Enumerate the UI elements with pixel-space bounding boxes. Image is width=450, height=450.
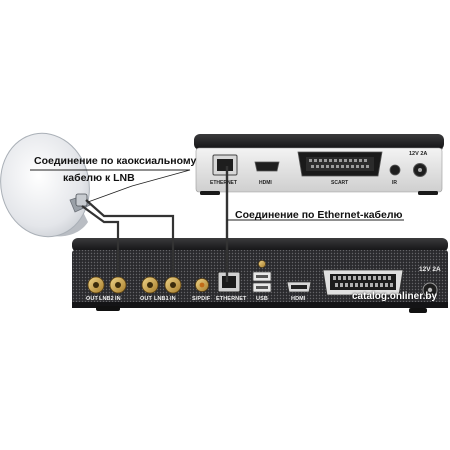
- spdif-port: [195, 278, 209, 292]
- lnb2-in-connector: [109, 276, 127, 294]
- upper-scart-label: SCART: [331, 180, 349, 186]
- upper-ir-port: [389, 164, 401, 176]
- lnb2-out-connector: [87, 276, 105, 294]
- coax-callout-line2: кабелю к LNB: [63, 172, 135, 184]
- watermark: catalog.onliner.by: [352, 291, 438, 302]
- satellite-dish: [0, 132, 91, 238]
- coax-cable-lnb2: [81, 205, 120, 277]
- lnb1-out-label: OUT: [140, 296, 152, 302]
- lower-ethernet-label: ETHERNET: [216, 296, 247, 302]
- upper-hdmi-label: HDMI: [259, 180, 272, 186]
- upper-power-label: 12V 2A: [409, 151, 428, 157]
- lower-device: [72, 238, 448, 313]
- lnb2-in-label: IN: [115, 296, 121, 302]
- coax-cable-lnb1: [85, 199, 175, 277]
- upper-device: [194, 134, 444, 195]
- lnb1-in-label: IN: [170, 296, 176, 302]
- lnb-converter: [75, 193, 88, 207]
- callout-leaders: [30, 169, 404, 221]
- lower-power-label: 12V 2A: [419, 266, 441, 273]
- coax-callout-line1: Соединение по каоксиальному: [34, 155, 197, 167]
- upper-ethernet-label: ETHERNET: [210, 180, 237, 186]
- lnb1-in-connector: [164, 276, 182, 294]
- lnb2-label: LNB2: [99, 296, 114, 302]
- spdif-label: S/PDIF: [192, 296, 211, 302]
- ethernet-callout: Соединение по Ethernet-кабелю: [235, 209, 403, 221]
- usb-label: USB: [256, 296, 268, 302]
- cables: [81, 166, 229, 282]
- lnb2-out-label: OUT: [86, 296, 98, 302]
- lnb1-label: LNB1: [154, 296, 169, 302]
- upper-ir-label: IR: [392, 180, 397, 186]
- upper-hdmi-port: [254, 161, 280, 172]
- lower-hdmi-label: HDMI: [291, 296, 306, 302]
- lnb1-out-connector: [141, 276, 159, 294]
